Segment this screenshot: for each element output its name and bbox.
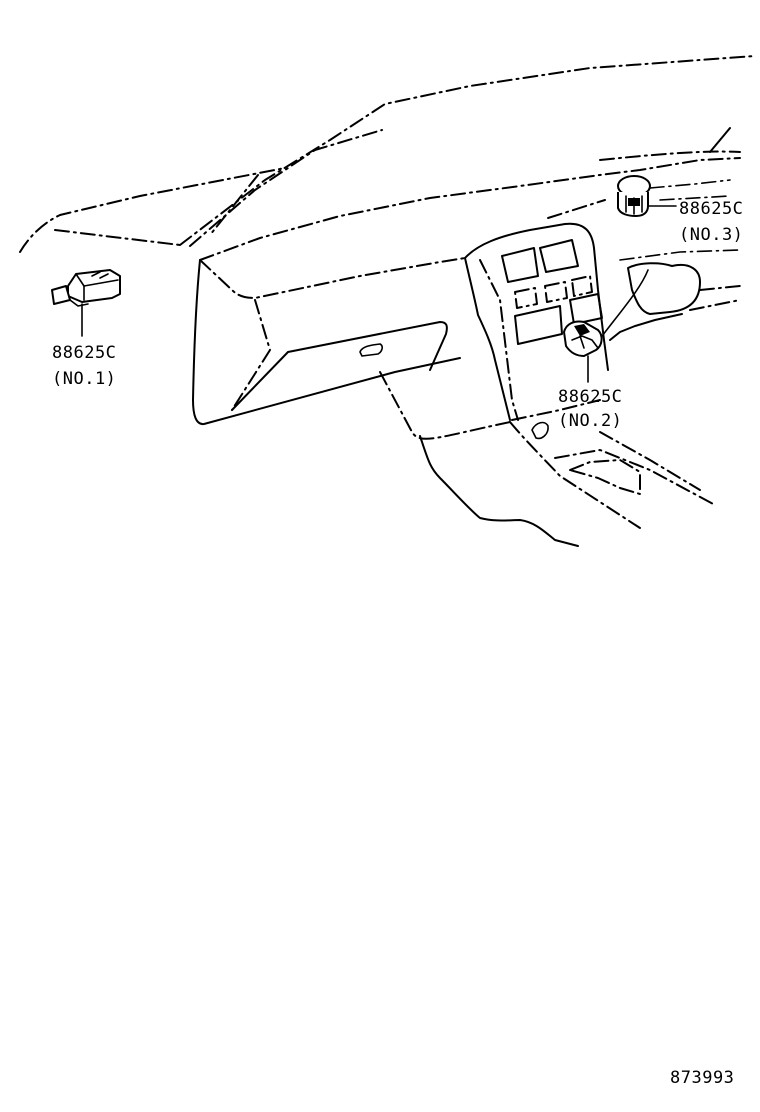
glove-box-panel	[192, 257, 466, 426]
steering-column-area	[595, 179, 741, 345]
part-position-no1: (NO.1)	[52, 369, 116, 389]
part-no1-connector	[51, 269, 121, 337]
part-label-no3: 88625C (NO.3)	[679, 199, 743, 245]
dashboard-top	[199, 127, 741, 261]
part-position-no3: (NO.3)	[679, 225, 743, 245]
part-number-no3: 88625C	[679, 199, 743, 219]
figure-number: 873993	[670, 1068, 734, 1088]
part-number-no2: 88625C	[558, 387, 622, 407]
part-no2-connector	[563, 320, 603, 383]
part-label-no1: 88625C (NO.1)	[52, 343, 116, 389]
part-number-no1: 88625C	[52, 343, 116, 363]
center-console	[379, 222, 716, 547]
part-label-no2: 88625C (NO.2)	[558, 387, 622, 431]
part-no3-connector	[617, 175, 677, 217]
center-vents	[501, 239, 603, 345]
windshield-outline	[19, 55, 756, 253]
part-position-no2: (NO.2)	[558, 411, 622, 431]
